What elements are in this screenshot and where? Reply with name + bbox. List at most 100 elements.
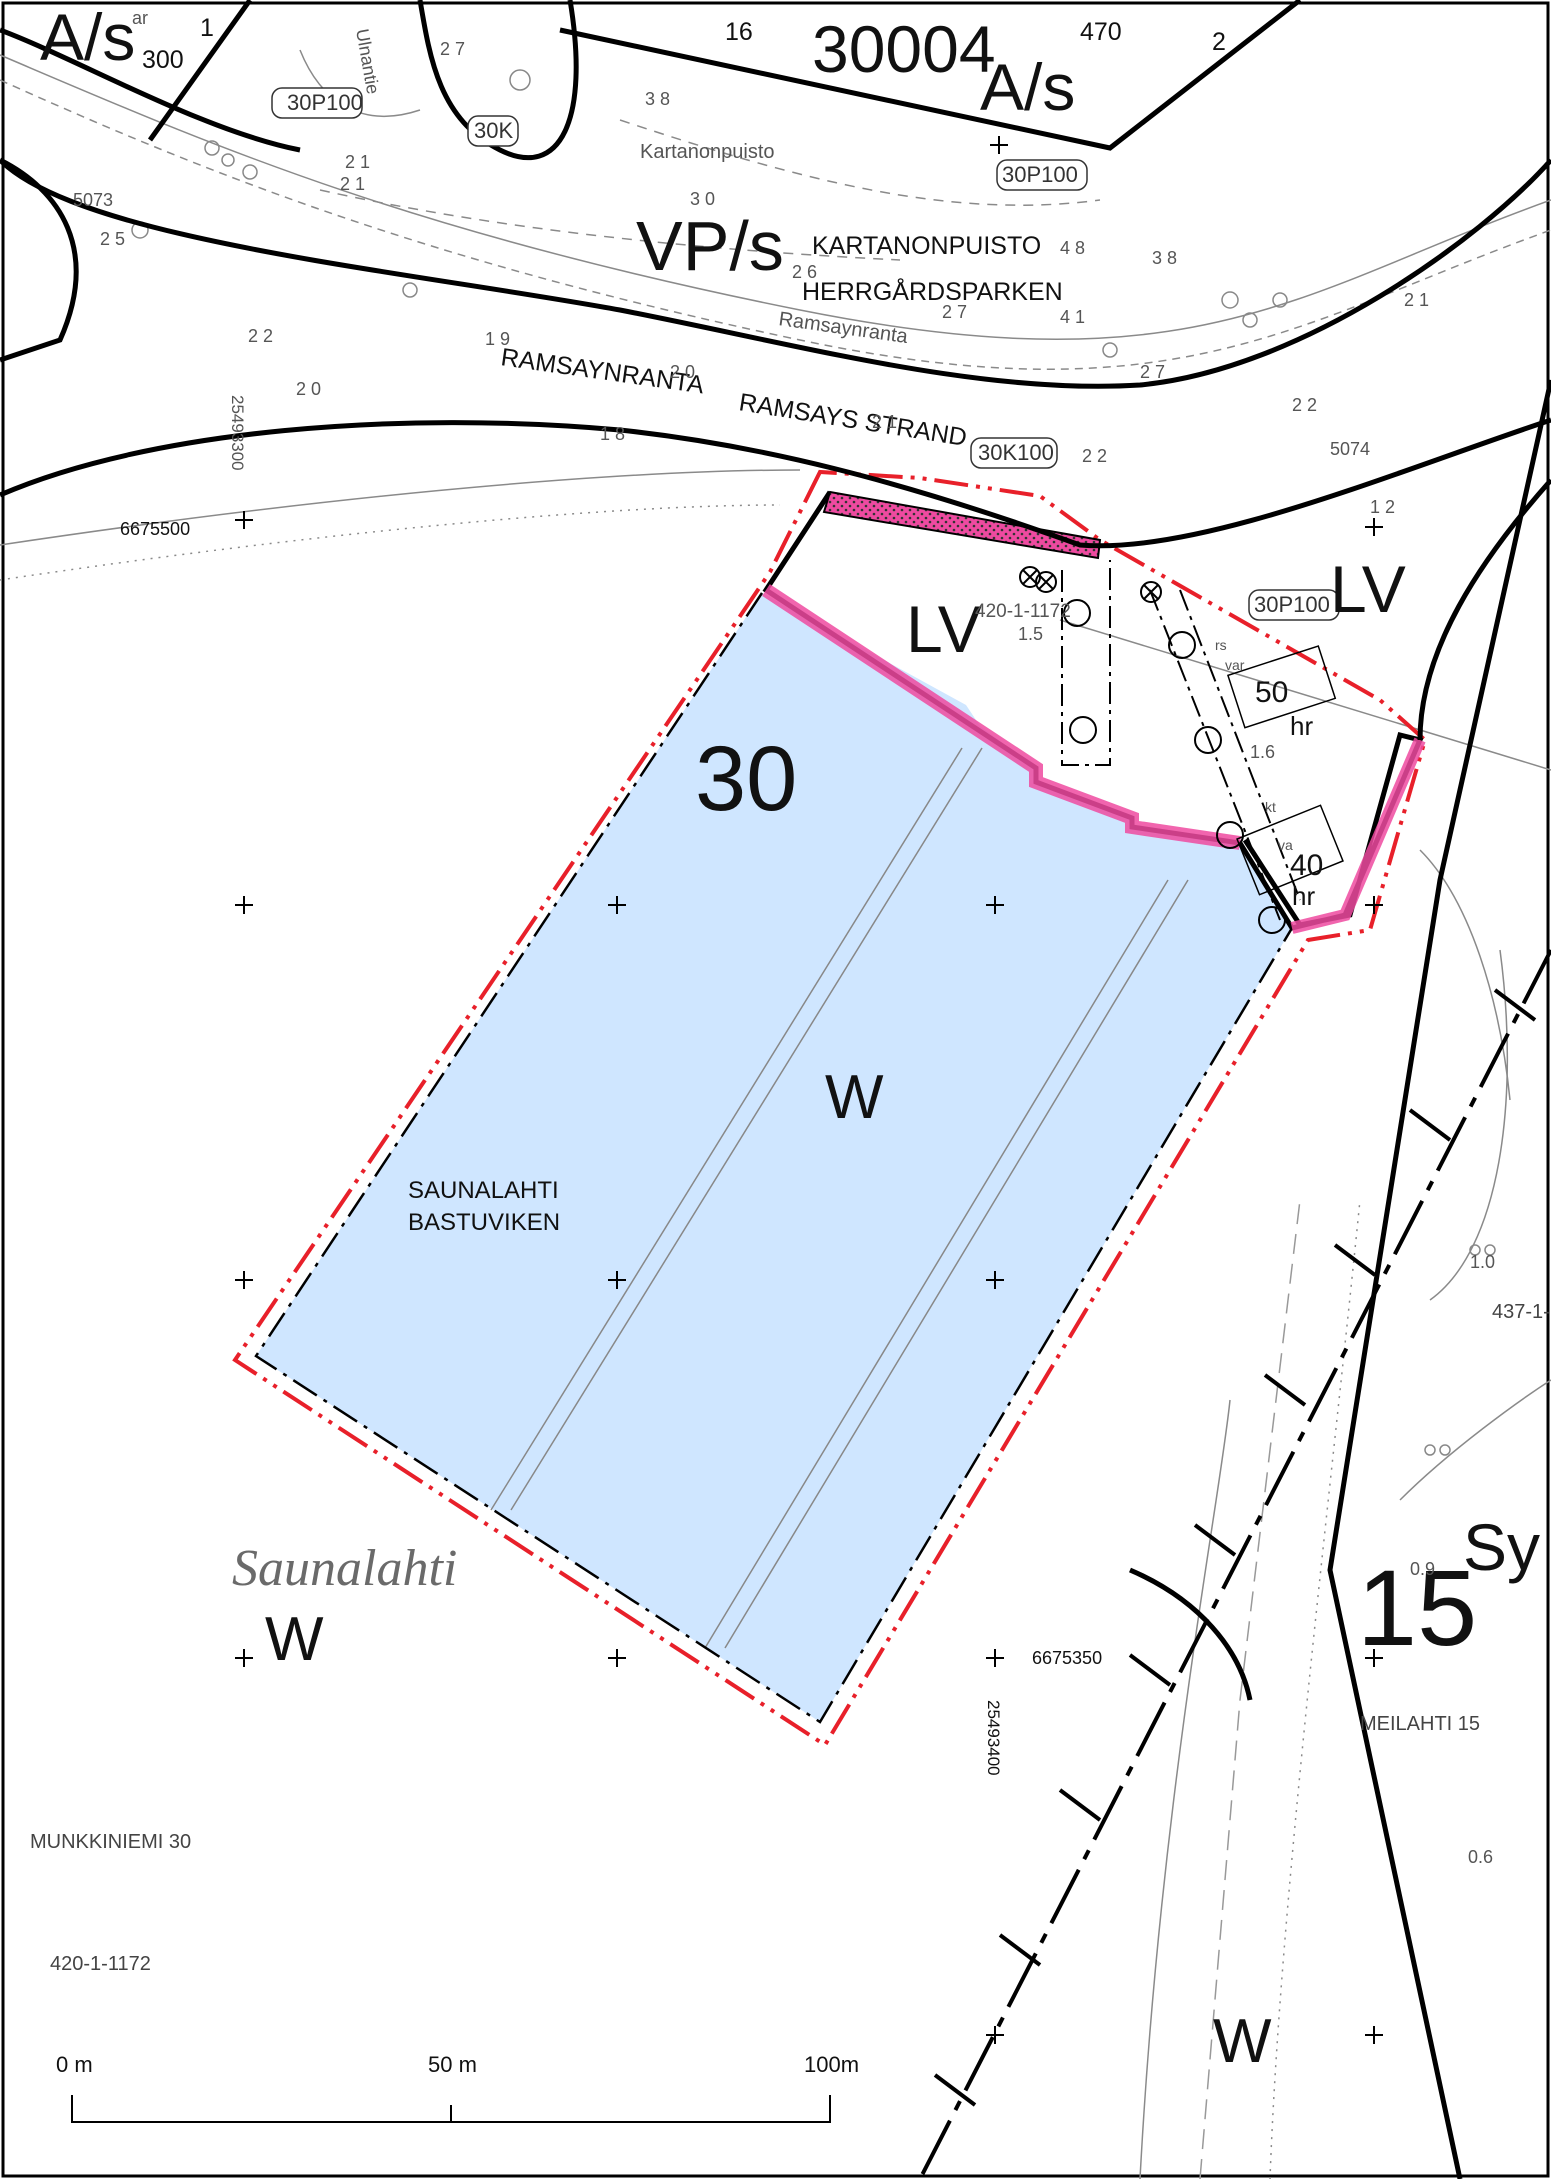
bay-name-italic: Saunalahti: [232, 1540, 457, 1597]
label-hr-50: hr: [1290, 711, 1313, 741]
district-meilahti: MEILAHTI 15: [1360, 1713, 1480, 1735]
coordinate-crosses: [235, 136, 1383, 2044]
elevation-label: 2 1: [340, 174, 365, 194]
elevation-label: 2 0: [296, 379, 321, 399]
elevation-label: 2 2: [248, 326, 273, 346]
zone-w-water: W: [825, 1063, 884, 1132]
coordinate-y2: 6675350: [1032, 1648, 1102, 1668]
elevation-label: 2 0: [670, 362, 695, 382]
label-30k: 30K: [474, 118, 513, 143]
pier-lines: [490, 747, 1189, 1649]
label-kartanonpuisto-small: Kartanonpuisto: [640, 141, 775, 163]
lv-sub-1-5: 1.5: [1018, 624, 1043, 644]
box-30k100: [970, 437, 1058, 469]
elevation-label: 2 6: [792, 262, 817, 282]
box-30p100-b: [996, 159, 1088, 191]
scale-label-0: 0 m: [56, 2052, 93, 2077]
label-kt: kt: [1265, 799, 1276, 815]
elevation-label: 2 7: [942, 302, 967, 322]
number-5073: 5073: [73, 190, 113, 210]
park-name-sv: HERRGÅRDSPARKEN: [802, 276, 1063, 306]
utility-lines: [1019, 560, 1344, 934]
street-name-sv: RAMSAYS STRAND: [737, 388, 969, 452]
zone-a-s-left: A/s: [40, 0, 135, 74]
road-top-label: Ulnantie: [352, 27, 383, 96]
elevation-label: 3 8: [645, 89, 670, 109]
bay-name-sv: BASTUVIKEN: [408, 1209, 560, 1236]
elevation-label: 2 2: [1082, 446, 1107, 466]
elevation-label: 2 2: [1292, 395, 1317, 415]
zone-w-bottom-right: W: [1213, 2007, 1272, 2076]
elevation-label: 1 9: [485, 329, 510, 349]
label-rs: rs: [1215, 637, 1227, 653]
zone-lv-right: LV: [1330, 552, 1406, 626]
bay-name-fi: SAUNALAHTI: [408, 1177, 559, 1204]
elevation-label: 3 8: [1152, 248, 1177, 268]
label-var: var: [1225, 657, 1245, 673]
label-30k100: 30K100: [978, 440, 1054, 465]
zone-lv-left: LV: [906, 592, 982, 666]
height-1-0: 1.0: [1470, 1252, 1495, 1272]
zone-sy: Sy: [1463, 1510, 1540, 1584]
elevation-label: 2 7: [1140, 362, 1165, 382]
district-boundary: [918, 949, 1551, 2180]
lv-sub-1-6: 1.6: [1250, 742, 1275, 762]
base-map-lines: [0, 49, 1551, 2180]
number-5074: 5074: [1330, 439, 1370, 459]
label-30p100-a: 30P100: [287, 90, 363, 115]
scale-label-100: 100m: [804, 2052, 859, 2077]
zone-a-s-right: A/s: [980, 50, 1075, 124]
park-name-fi: KARTANONPUISTO: [812, 232, 1041, 260]
plan-change-edge: [762, 584, 1242, 850]
parcel-number: 420-1-1172: [975, 601, 1071, 622]
scale-label-50: 50 m: [428, 2052, 477, 2077]
parcel-bottom-left: 420-1-1172: [50, 1953, 151, 1975]
elevation-label: 2 7: [440, 39, 465, 59]
number-470: 470: [1080, 18, 1122, 46]
plan-area-boundary: [232, 469, 1428, 1748]
elevation-label: 2 5: [100, 229, 125, 249]
number-300: 300: [142, 46, 184, 74]
coordinate-x1: 25493300: [228, 395, 247, 471]
label-hr-40: hr: [1292, 881, 1315, 911]
elevation-label: 4 1: [1060, 307, 1085, 327]
elevation-label: 1 2: [1370, 497, 1395, 517]
number-16: 16: [725, 18, 753, 46]
hatched-strip: [822, 490, 1102, 560]
box-30p100-c: [1248, 589, 1340, 621]
coordinate-y1: 6675500: [120, 519, 190, 539]
plan-change-edge-right: [1290, 737, 1426, 934]
elevation-label: 2 1: [872, 412, 897, 432]
height-0-9: 0.9: [1410, 1559, 1435, 1579]
box-30k: [467, 115, 519, 147]
tree-symbols: [131, 69, 1496, 1456]
coordinate-x2: 25493400: [984, 1700, 1003, 1776]
water-area-w: [256, 593, 1292, 1722]
code-boxes: [271, 87, 1340, 621]
elevation-label: 3 0: [690, 189, 715, 209]
elevation-label: 4 8: [1060, 238, 1085, 258]
scale-bar: [71, 2095, 831, 2123]
number-2: 2: [1212, 28, 1226, 56]
elevation-label: 2 1: [1404, 290, 1429, 310]
label-30p100-b: 30P100: [1002, 162, 1078, 187]
label-ar: ar: [132, 8, 148, 28]
elevation-label: 1 8: [600, 424, 625, 444]
elevation-label: 2 1: [345, 152, 370, 172]
label-30p100-c: 30P100: [1254, 592, 1330, 617]
parcel-right: 437-1-: [1492, 1301, 1550, 1323]
map-labels: A/s 300 1 ar Ulnantie 16 30004 470 2 A/s…: [30, 0, 1550, 2077]
height-50: 50: [1255, 676, 1288, 709]
box-30p100-a: [271, 87, 363, 119]
block-30004: 30004: [812, 12, 996, 86]
height-0-6: 0.6: [1468, 1847, 1493, 1867]
district-munkkiniemi: MUNKKINIEMI 30: [30, 1831, 191, 1853]
zone-vp-s: VP/s: [636, 207, 784, 285]
label-ramsaynranta-small: Ramsaynranta: [777, 308, 910, 348]
height-40: 40: [1290, 849, 1323, 882]
